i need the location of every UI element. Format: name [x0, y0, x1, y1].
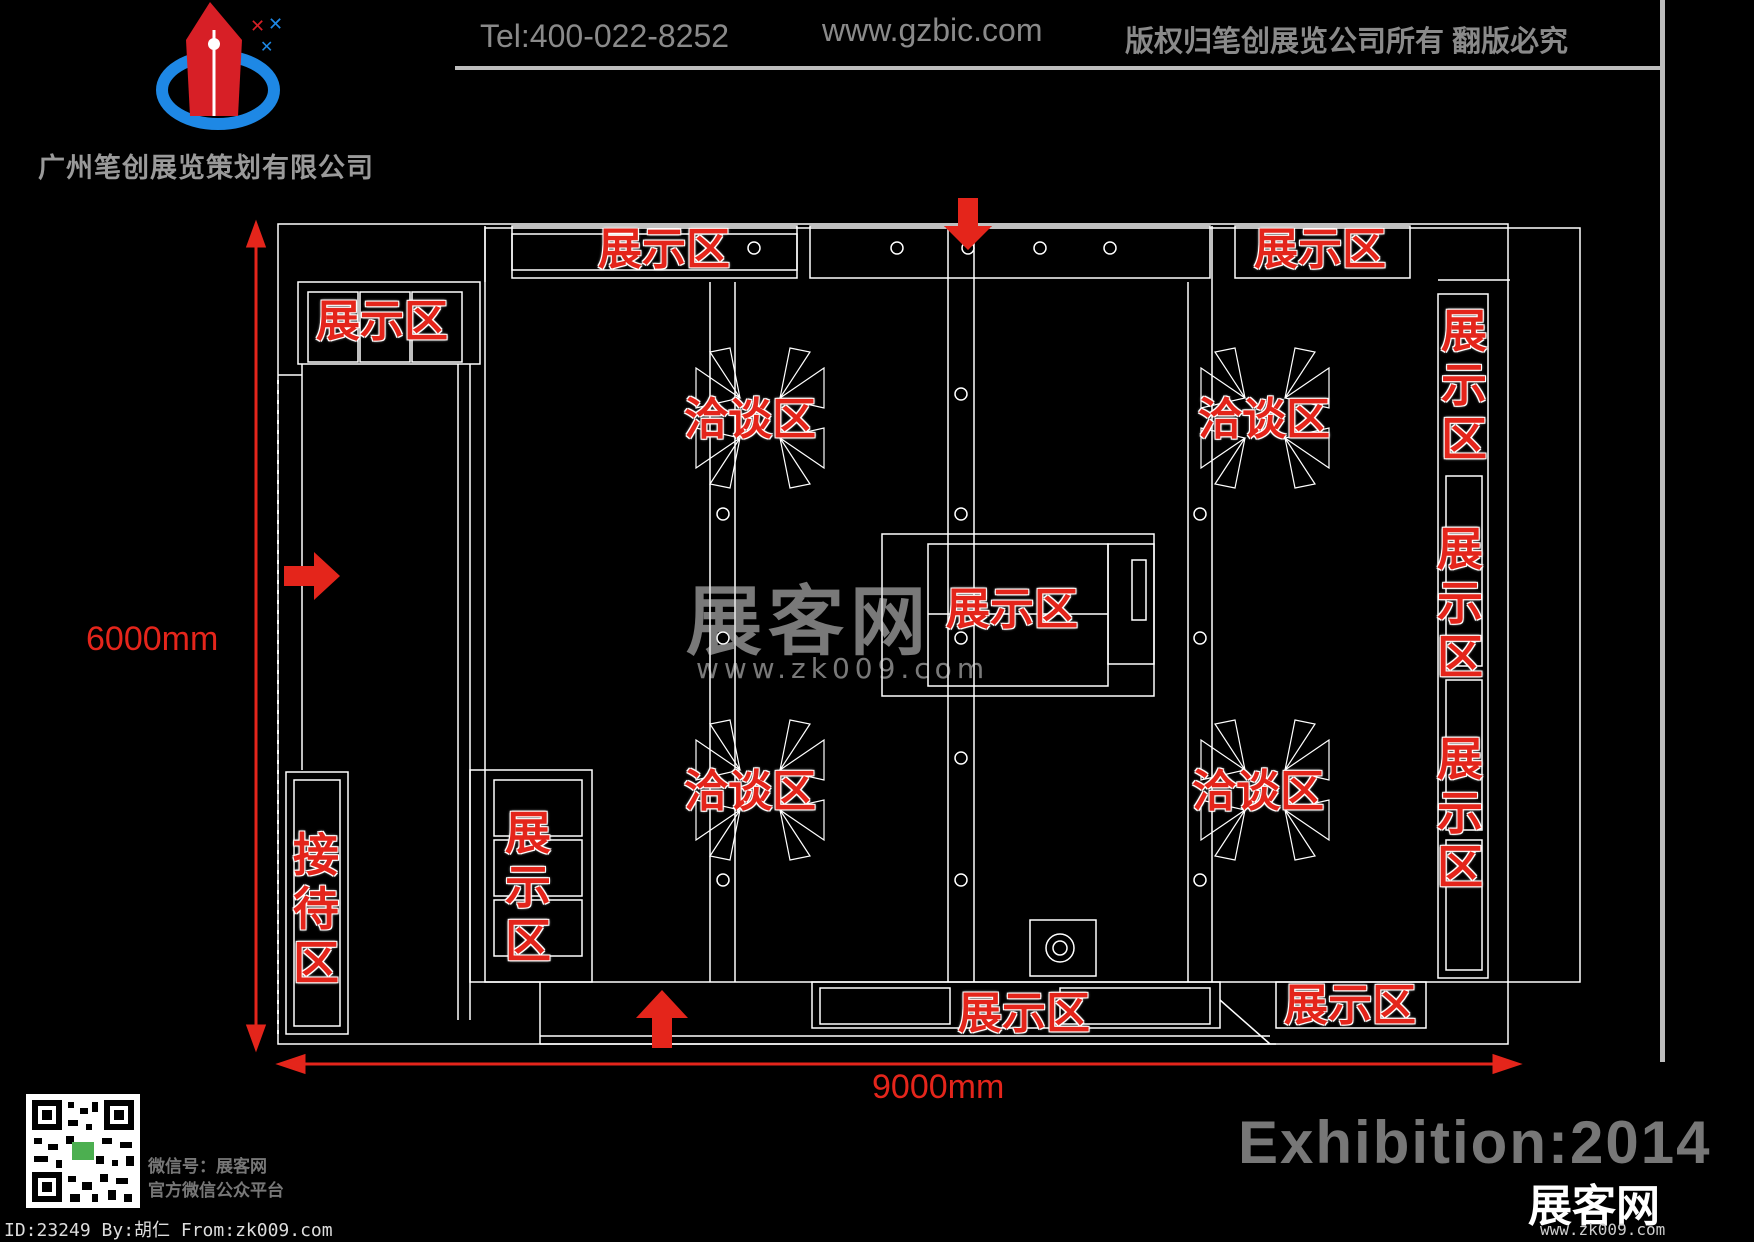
zone-display-right-3: 展示区: [1437, 732, 1483, 894]
dimension-width-label: 9000mm: [872, 1068, 1005, 1106]
zone-display-top-left: 展示区: [598, 224, 730, 275]
footer-brand-url[interactable]: www.zk009.com: [1540, 1220, 1666, 1239]
entry-arrow-icon-top: [944, 198, 992, 250]
zone-display-left-lower: 展示区: [505, 806, 551, 968]
zone-negotiation-4: 洽谈区: [1192, 766, 1324, 817]
footer-id-line: ID:23249 By:胡仁 From:zk009.com: [4, 1220, 333, 1241]
svg-text:✕: ✕: [268, 14, 283, 35]
header-phone: Tel:400-022-8252: [480, 18, 730, 54]
wechat-line-2: 官方微信公众平台: [148, 1181, 284, 1201]
pen-nib-logo-icon: ✕ ✕ ✕: [156, 2, 283, 130]
right-border-rule: [1660, 0, 1665, 1062]
zone-negotiation-3: 洽谈区: [684, 766, 816, 817]
zone-negotiation-1: 洽谈区: [684, 394, 816, 445]
zone-negotiation-2: 洽谈区: [1198, 394, 1330, 445]
entry-arrow-icon-bottom: [636, 990, 688, 1048]
exhibition-year: Exhibition:2014: [1238, 1109, 1712, 1176]
zone-reception: 接待区: [293, 828, 339, 990]
svg-text:✕: ✕: [250, 16, 265, 37]
header-website[interactable]: www.gzbic.com: [822, 12, 1043, 48]
zone-display-left-top: 展示区: [316, 296, 448, 347]
dimension-height-label: 6000mm: [86, 620, 219, 658]
qr-code-icon[interactable]: [26, 1094, 140, 1208]
header-copyright: 版权归笔创展览公司所有 翻版必究: [1125, 26, 1569, 58]
zone-display-top-right: 展示区: [1254, 224, 1386, 275]
zone-display-right-2: 展示区: [1437, 522, 1483, 684]
reception-device: [1029, 919, 1097, 977]
watermark-url: www.zk009.com: [696, 652, 990, 685]
zone-display-center: 展示区: [946, 584, 1078, 635]
entry-arrow-icon-left: [284, 552, 340, 600]
footer-brand: 展客网: [1528, 1181, 1660, 1232]
header-rule: [455, 66, 1663, 70]
watermark-brand: 展客网: [686, 577, 932, 666]
zone-display-right-1: 展示区: [1441, 304, 1487, 466]
wechat-line-1: 微信号：展客网: [148, 1157, 267, 1177]
zone-display-bottom-right: 展示区: [1284, 980, 1416, 1031]
svg-text:✕: ✕: [260, 37, 273, 56]
zone-display-bottom-center: 展示区: [958, 988, 1090, 1039]
company-name: 广州笔创展览策划有限公司: [38, 153, 374, 184]
